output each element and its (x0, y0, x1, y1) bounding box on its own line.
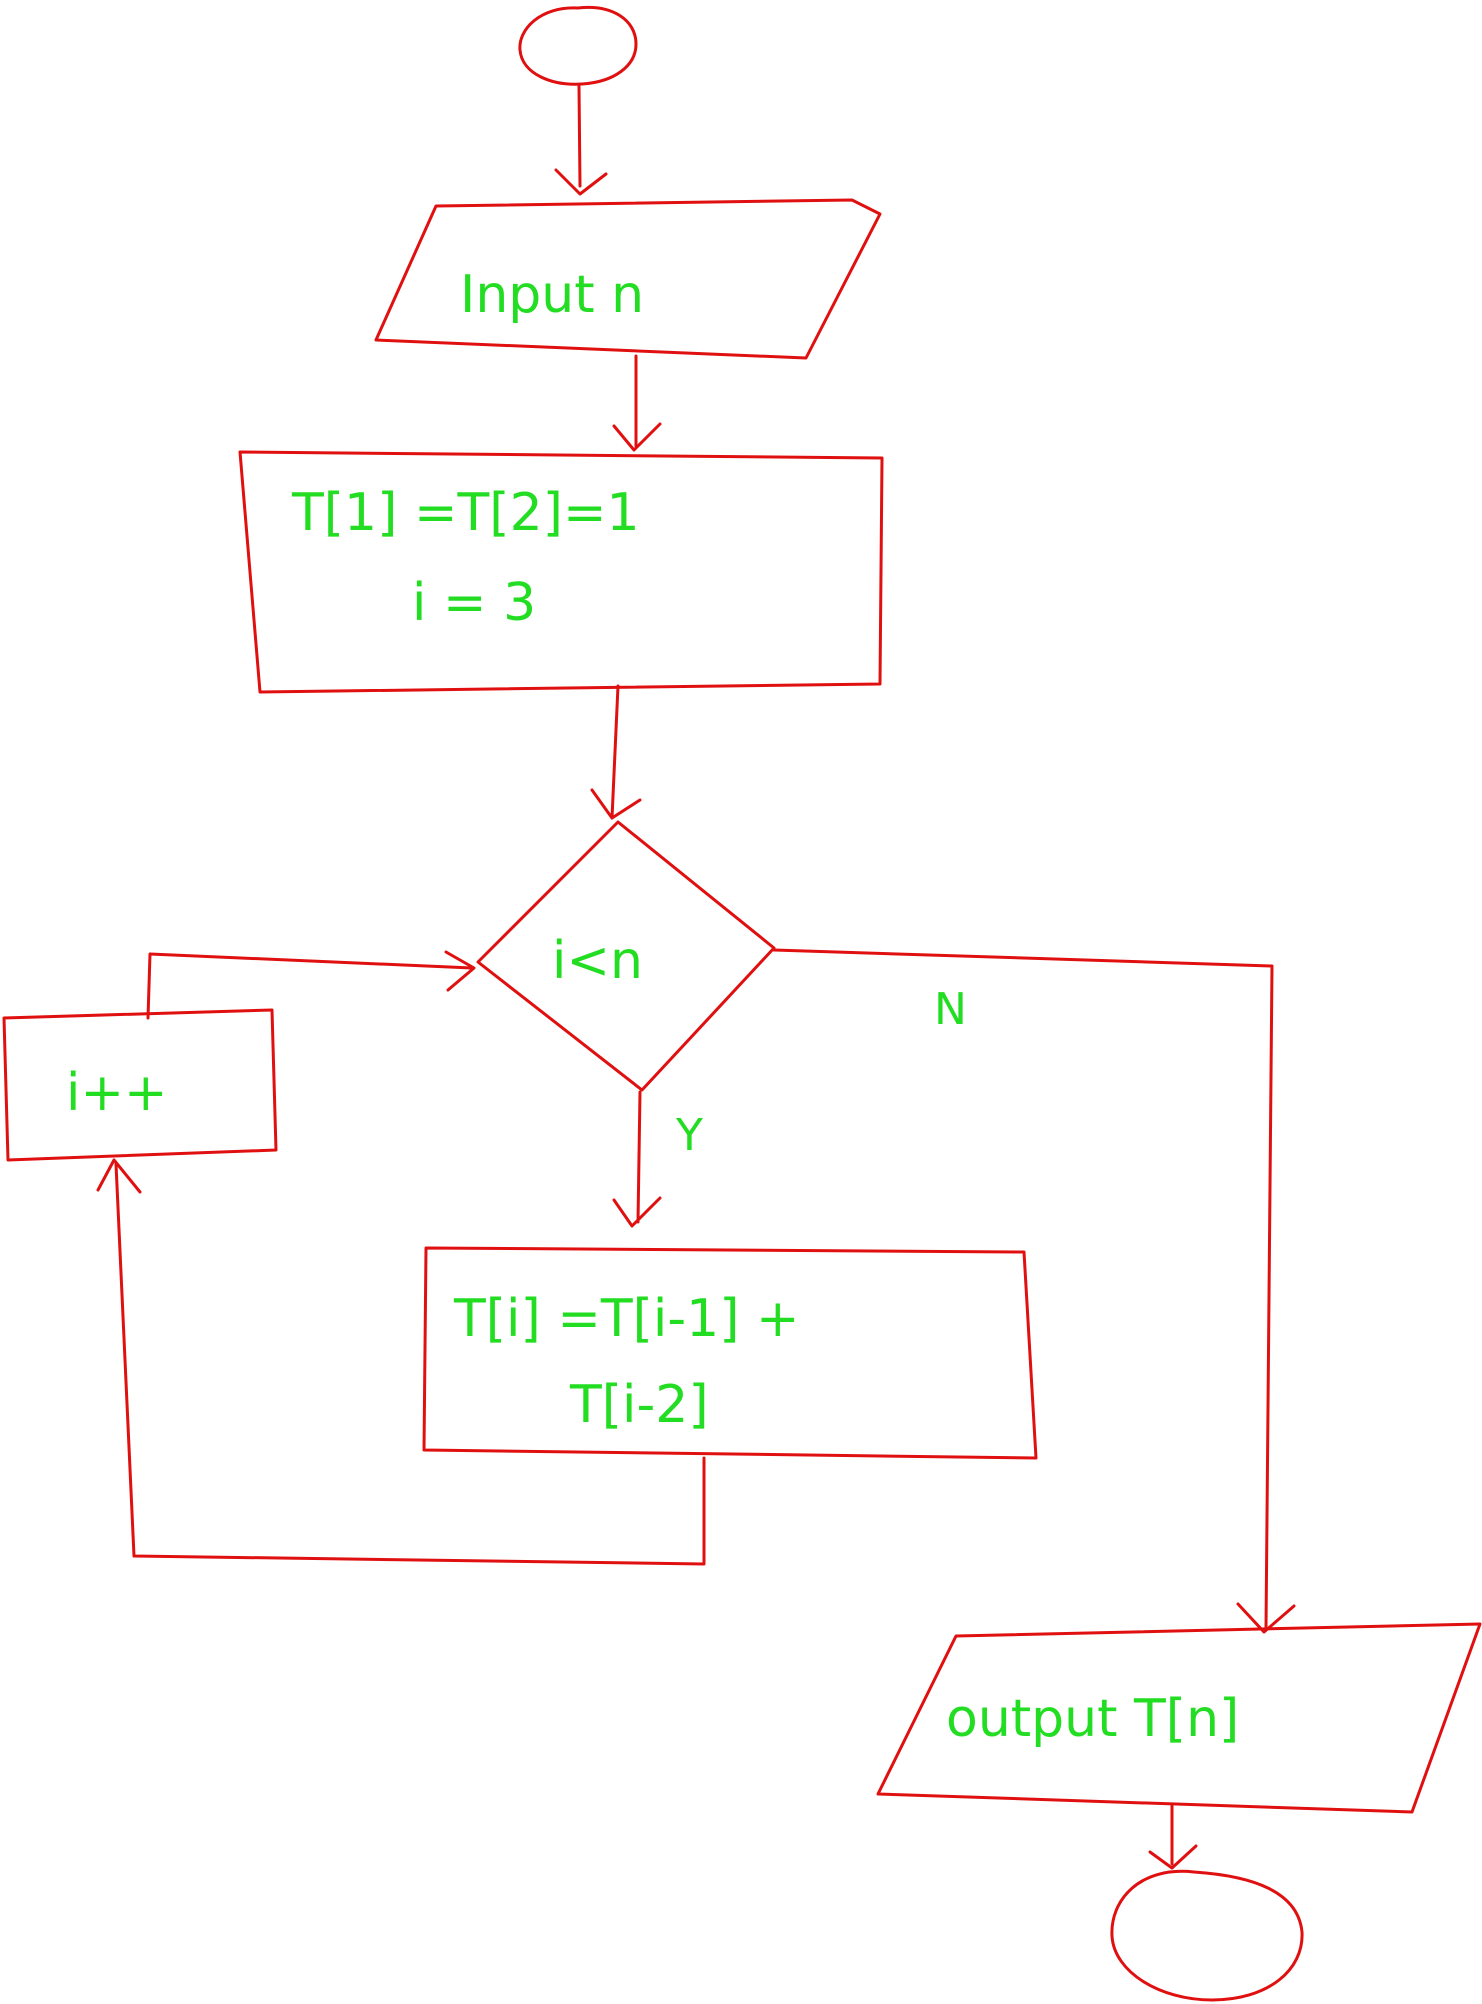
arrow-compute-to-increment (96, 1158, 706, 1566)
increment-node: i++ (2, 1008, 278, 1162)
arrow-output-to-end (1148, 1804, 1198, 1870)
compute-node-line-2: T[i-2] (569, 1375, 709, 1435)
no-label: N (934, 984, 967, 1035)
arrow-decision-yes: Y (612, 1090, 703, 1228)
yes-label: Y (675, 1110, 703, 1161)
input-node: Input n (374, 198, 882, 360)
decision-node-label: i<n (552, 931, 643, 991)
arrow-increment-to-decision (146, 950, 476, 1020)
output-node: output T[n] (876, 1622, 1482, 1814)
init-node-line-1: T[1] =T[2]=1 (291, 483, 640, 543)
increment-node-label: i++ (66, 1063, 168, 1123)
arrow-decision-no: N (772, 948, 1296, 1634)
arrow-init-to-decision (590, 684, 642, 820)
init-node: T[1] =T[2]=1 i = 3 (238, 450, 884, 694)
init-node-line-2: i = 3 (412, 573, 536, 633)
output-node-label: output T[n] (946, 1689, 1239, 1749)
input-node-label: Input n (460, 265, 644, 325)
decision-node: i<n (476, 820, 776, 1092)
arrow-start-to-input (554, 84, 608, 196)
compute-node: T[i] =T[i-1] + T[i-2] (422, 1246, 1038, 1460)
end-terminal (1110, 1869, 1304, 2002)
arrow-input-to-init (612, 354, 662, 452)
start-terminal (518, 5, 638, 86)
compute-node-line-1: T[i] =T[i-1] + (453, 1289, 800, 1349)
